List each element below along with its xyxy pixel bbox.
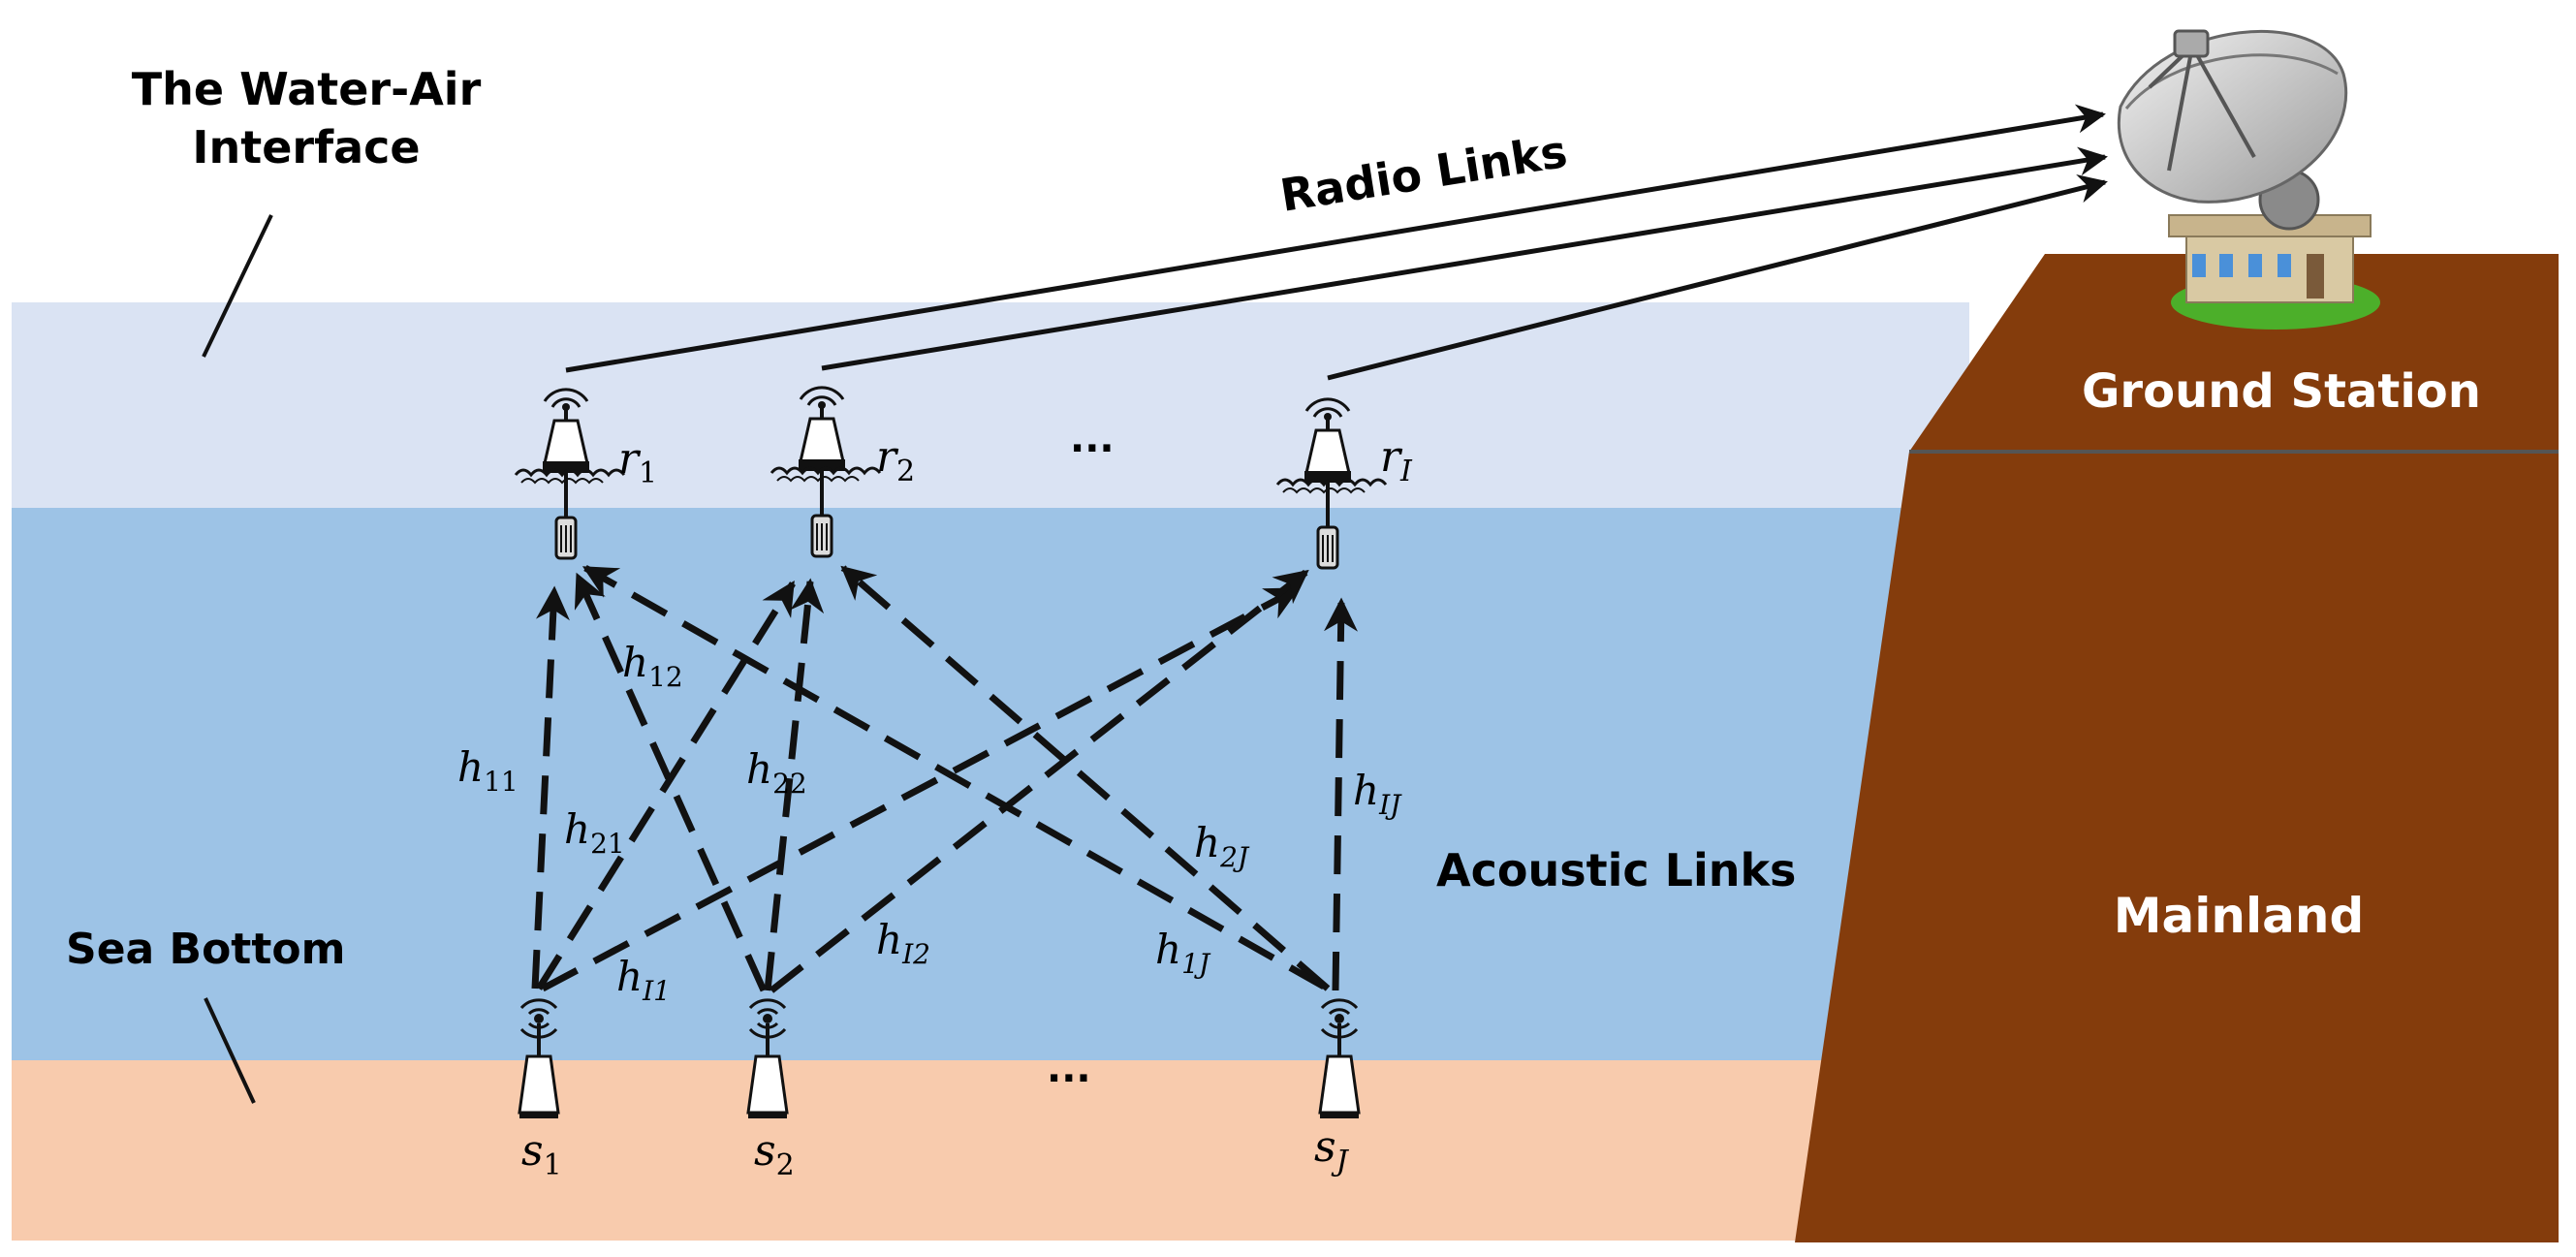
dish-inner-rim xyxy=(2124,53,2339,110)
water-air-pointer-line xyxy=(202,214,273,358)
sea-bottom-label: Sea Bottom xyxy=(66,925,345,974)
station-building xyxy=(2185,232,2354,303)
relay-label: r1 xyxy=(618,434,657,490)
source-label: s1 xyxy=(521,1126,562,1182)
relay-label: rI xyxy=(1380,432,1413,488)
acoustic-link xyxy=(531,585,570,990)
channel-label: h12 xyxy=(622,639,683,693)
source-ellipsis: ··· xyxy=(1047,1056,1091,1101)
air-layer xyxy=(12,302,1969,508)
sea-floor-layer xyxy=(12,1060,1911,1241)
relay-ellipsis: ··· xyxy=(1070,426,1115,471)
water-air-interface-label: The Water-Air xyxy=(132,63,482,115)
acoustic-link xyxy=(840,565,1331,991)
sea-bottom-pointer-line xyxy=(204,997,256,1104)
ground-station-label: Ground Station xyxy=(2082,364,2481,419)
radio-link xyxy=(821,146,2108,371)
channel-label: hI2 xyxy=(876,916,930,970)
channel-label: h11 xyxy=(457,743,518,798)
acoustic-link xyxy=(536,581,796,990)
water-air-interface-label: Interface xyxy=(192,121,420,173)
source-label: sJ xyxy=(1314,1122,1350,1178)
channel-label: hIJ xyxy=(1353,767,1402,821)
acoustic-link xyxy=(574,572,768,992)
ground-station-illustration xyxy=(2117,29,2380,330)
station-window xyxy=(2248,254,2262,277)
acoustic-links-label: Acoustic Links xyxy=(1436,844,1796,896)
acoustic-link xyxy=(764,578,825,991)
radio-link xyxy=(1327,174,2108,381)
station-window xyxy=(2278,254,2291,277)
dish-strut xyxy=(2190,46,2256,158)
channel-label: h21 xyxy=(564,805,625,860)
dish-feed-horn xyxy=(2173,29,2210,58)
mainland-cliff xyxy=(1795,254,2559,1242)
source-label: s2 xyxy=(754,1126,795,1182)
acoustic-link xyxy=(581,564,1326,990)
water-layer xyxy=(12,508,1931,1060)
mainland-label: Mainland xyxy=(2114,888,2365,944)
acoustic-link xyxy=(541,585,1301,992)
radio-link xyxy=(565,104,2106,373)
channel-label: h2J xyxy=(1194,819,1250,873)
dish-strut xyxy=(2167,46,2194,172)
channel-label: h22 xyxy=(746,745,807,800)
channel-label: hI1 xyxy=(616,953,671,1007)
relay-label: r2 xyxy=(876,432,915,488)
station-window xyxy=(2192,254,2206,277)
channel-label: h1J xyxy=(1155,926,1211,980)
station-door xyxy=(2307,254,2324,299)
radio-links-label: Radio Links xyxy=(1276,125,1570,222)
acoustic-link xyxy=(1324,597,1359,991)
station-window xyxy=(2219,254,2233,277)
